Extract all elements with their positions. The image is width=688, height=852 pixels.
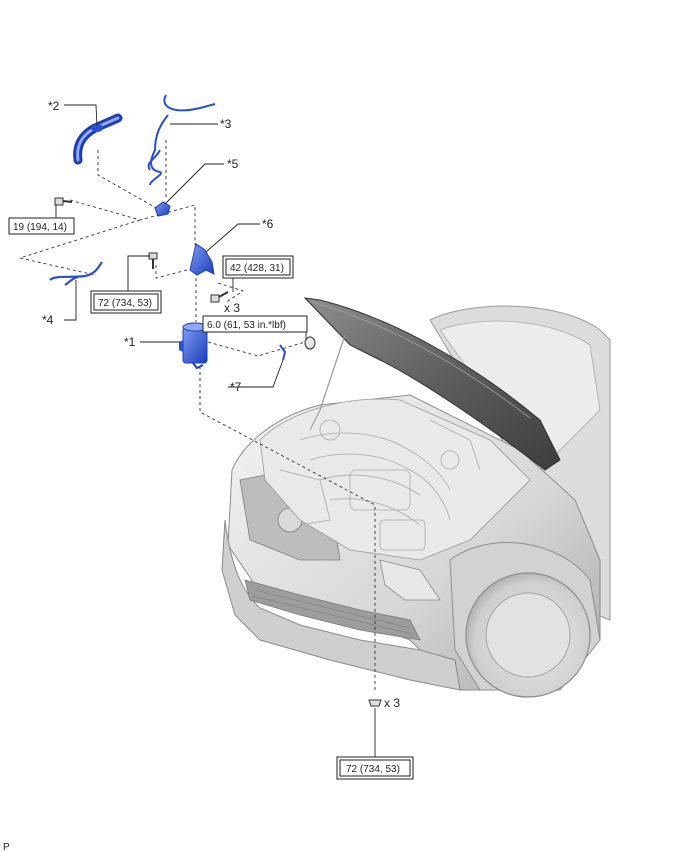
part-7-hose	[279, 344, 287, 361]
callout-4: *4	[42, 313, 54, 327]
nut-6	[304, 336, 316, 350]
torque-box-72-lower: 72 (734, 53)	[336, 756, 414, 780]
torque-19-text: 19 (194, 14)	[13, 222, 67, 233]
part-2-hose	[73, 113, 123, 165]
torque-72-lower-text: 72 (734, 53)	[346, 764, 400, 775]
torque-72-upper-text: 72 (734, 53)	[98, 298, 152, 309]
torque-box-42: 42 (428, 31)	[222, 255, 294, 279]
quantity-nuts: x 3	[384, 696, 400, 710]
torque-6-text: 6.0 (61, 53 in.*lbf)	[207, 320, 286, 331]
callout-5: *5	[227, 157, 239, 171]
callout-1: *1	[124, 335, 136, 349]
torque-42-text: 42 (428, 31)	[230, 263, 284, 274]
torque-box-6: 6.0 (61, 53 in.*lbf)	[202, 315, 308, 333]
part-4-hose	[49, 261, 103, 286]
part-6-bracket	[189, 243, 215, 276]
callout-2: *2	[48, 99, 60, 113]
bolt-42	[210, 291, 229, 303]
bolt-19	[54, 197, 73, 206]
part-3-wire-harness	[147, 94, 216, 186]
quantity-bolts: x 3	[224, 301, 240, 315]
corner-mark: P	[3, 842, 10, 852]
part-5-bracket	[154, 201, 171, 217]
callout-6: *6	[262, 217, 274, 231]
callout-7: *7	[230, 380, 242, 394]
torque-box-19: 19 (194, 14)	[8, 217, 75, 235]
clip-lower	[368, 699, 382, 707]
vehicle-illustration	[221, 297, 611, 698]
torque-box-72-upper: 72 (734, 53)	[90, 290, 162, 314]
callout-3: *3	[220, 117, 232, 131]
assembly-lines	[18, 140, 376, 690]
leader-lines	[55, 104, 376, 757]
part-1-canister	[179, 322, 208, 370]
